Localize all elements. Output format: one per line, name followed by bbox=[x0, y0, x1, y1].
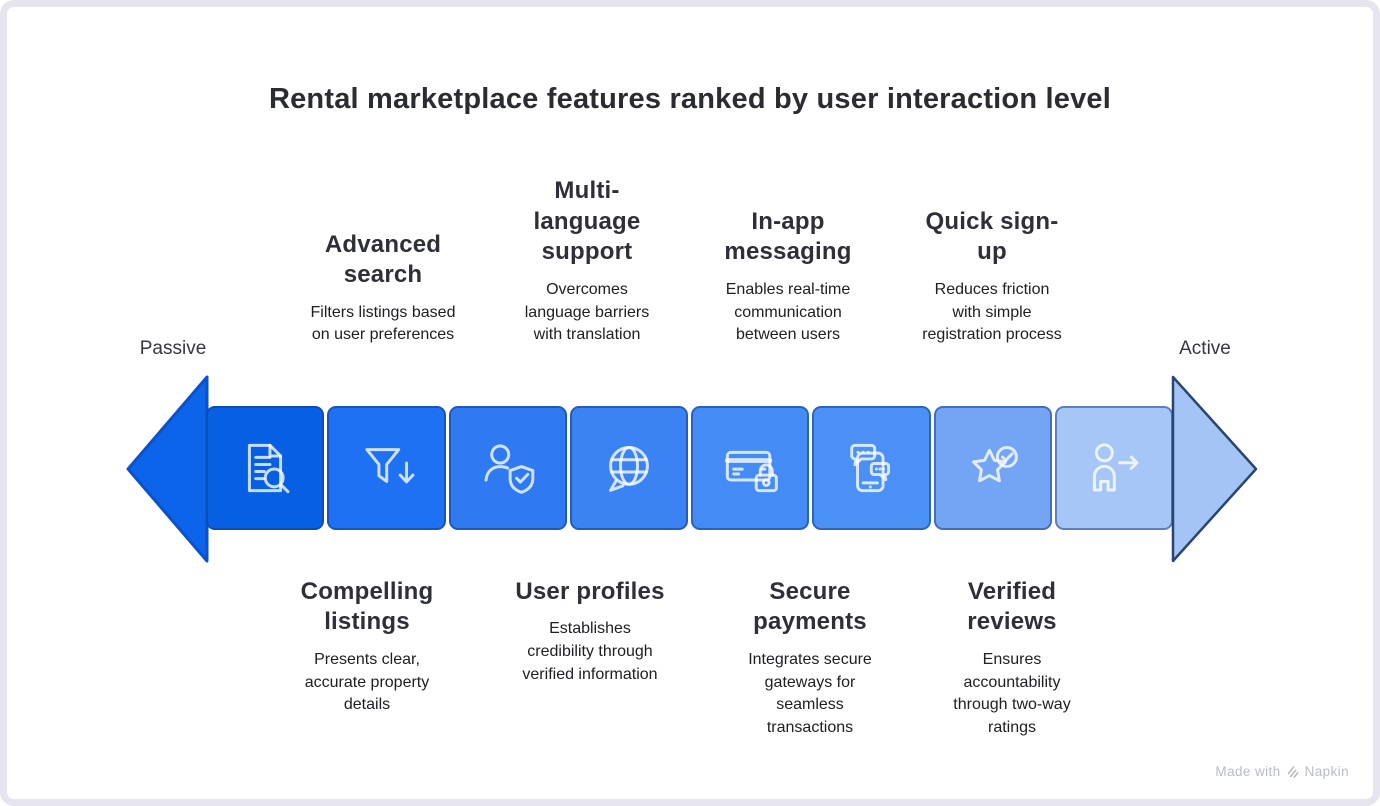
feature-label-secure-payments: Secure payments Integrates secure gatewa… bbox=[710, 577, 910, 740]
segment-compelling-listings bbox=[206, 406, 325, 530]
feature-description: Establishes credibility through verified… bbox=[522, 620, 658, 683]
user-shield-icon bbox=[484, 444, 534, 494]
feature-label-verified-reviews: Verified reviews Ensures accountability … bbox=[907, 577, 1117, 740]
arrow-bar bbox=[206, 406, 1173, 530]
feature-title: Quick sign- up bbox=[925, 207, 1059, 266]
feature-description: Enables real-time communication between … bbox=[725, 280, 851, 344]
user-arrow-icon bbox=[1092, 443, 1139, 492]
filter-icon bbox=[365, 448, 415, 484]
feature-title: In-app messaging bbox=[724, 207, 852, 266]
feature-label-user-profiles: User profiles Establishes credibility th… bbox=[470, 577, 710, 687]
feature-description: Ensures accountability through two-way r… bbox=[953, 650, 1071, 737]
feature-label-advanced-search: Advanced search Filters listings based o… bbox=[263, 230, 503, 347]
feature-description: Presents clear, accurate property detail… bbox=[304, 650, 430, 714]
star-check-icon bbox=[971, 445, 1018, 483]
page-title: Rental marketplace features ranked by us… bbox=[268, 83, 1112, 115]
feature-description: Filters listings based on user preferenc… bbox=[310, 303, 456, 344]
segment-multi-language-support bbox=[569, 406, 688, 530]
feature-description: Overcomes language barriers with transla… bbox=[524, 280, 650, 344]
feature-title: Verified reviews bbox=[967, 578, 1057, 636]
segment-in-app-messaging bbox=[812, 406, 931, 530]
feature-label-in-app-messaging: In-app messaging Enables real-time commu… bbox=[668, 207, 908, 347]
axis-label-passive: Passive bbox=[139, 338, 207, 359]
phone-chat-icon bbox=[850, 443, 891, 493]
feature-label-quick-sign-up: Quick sign- up Reduces friction with sim… bbox=[892, 207, 1092, 347]
left-arrowhead bbox=[126, 375, 209, 563]
feature-title: Advanced search bbox=[324, 230, 442, 289]
feature-title: Multi- language support bbox=[533, 177, 641, 266]
segment-quick-sign-up bbox=[1054, 406, 1173, 530]
napkin-brand-text: Napkin bbox=[1304, 764, 1349, 779]
right-arrowhead bbox=[1171, 375, 1258, 563]
segment-user-profiles bbox=[448, 406, 567, 530]
feature-description: Integrates secure gateways for seamless … bbox=[748, 650, 872, 737]
feature-title: User profiles bbox=[515, 578, 665, 605]
napkin-logo-icon bbox=[1287, 765, 1299, 778]
segment-advanced-search bbox=[327, 406, 446, 530]
feature-label-multi-language-support: Multi- language support Overcomes langua… bbox=[502, 176, 672, 347]
document-search-icon bbox=[248, 443, 290, 494]
napkin-attribution: Made with Napkin bbox=[1215, 764, 1349, 779]
feature-label-compelling-listings: Compelling listings Presents clear, accu… bbox=[247, 577, 487, 717]
globe-language-icon bbox=[608, 445, 649, 492]
feature-title: Secure payments bbox=[753, 578, 867, 636]
axis-label-active: Active bbox=[1179, 338, 1231, 359]
segment-verified-reviews bbox=[933, 406, 1052, 530]
feature-title: Compelling listings bbox=[300, 578, 434, 636]
made-with-text: Made with bbox=[1215, 764, 1281, 779]
feature-description: Reduces friction with simple registratio… bbox=[922, 280, 1062, 344]
credit-card-lock-icon bbox=[725, 450, 778, 493]
segment-secure-payments bbox=[691, 406, 810, 530]
